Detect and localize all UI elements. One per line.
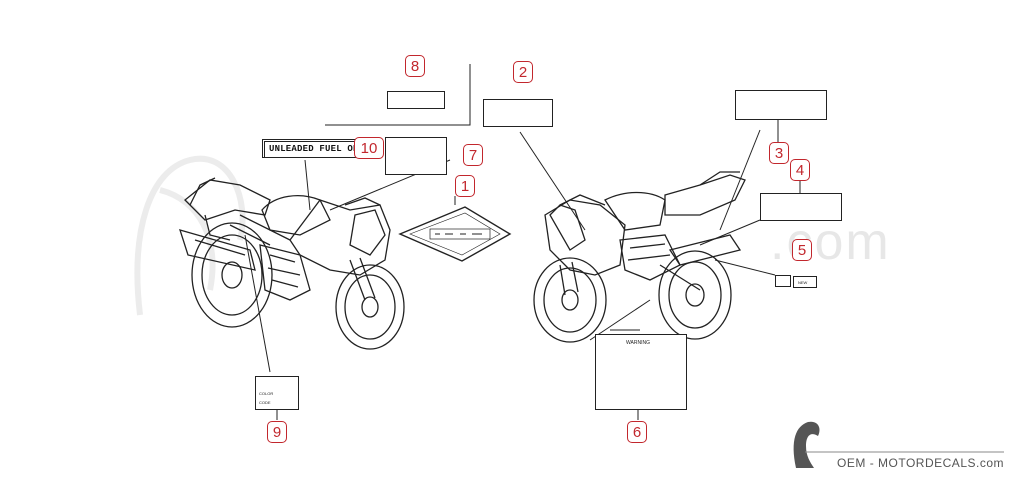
motorcycle-left xyxy=(179,177,405,350)
decal-6-box: WARNING xyxy=(595,334,687,410)
decal-1-diamond xyxy=(398,206,512,262)
decal-6-warning-text: WARNING xyxy=(626,340,650,346)
decal-5-new-text: NEW xyxy=(798,280,808,285)
watermark-logo xyxy=(134,155,246,316)
callout-9: 9 xyxy=(267,421,287,443)
decal-5a-box xyxy=(775,275,791,287)
leader-lines xyxy=(244,64,801,420)
callout-3: 3 xyxy=(769,142,789,164)
brand-logo-icon xyxy=(793,421,820,468)
decal-7-box xyxy=(385,137,447,175)
decal-4-box xyxy=(760,193,842,221)
decal-8-box xyxy=(387,91,445,109)
callout-2: 2 xyxy=(513,61,533,83)
decal-9-box: COLOR CODE xyxy=(255,376,299,410)
footer-brand: OEM - MOTORDECALS.com xyxy=(837,456,1004,470)
callout-7: 7 xyxy=(463,144,483,166)
callout-5: 5 xyxy=(792,239,812,261)
decal-9-code-text: CODE xyxy=(259,400,271,405)
watermark-text: .com xyxy=(770,213,891,271)
callout-10: 10 xyxy=(354,137,384,159)
decal-2-box xyxy=(483,99,553,127)
callout-8: 8 xyxy=(405,55,425,77)
decal-5b-box: NEW xyxy=(793,276,817,288)
decal-3-box xyxy=(735,90,827,120)
callout-4: 4 xyxy=(790,159,810,181)
decal-9-color-text: COLOR xyxy=(259,391,274,396)
callout-6: 6 xyxy=(627,421,647,443)
callout-1: 1 xyxy=(455,175,475,197)
motorcycle-right xyxy=(533,171,746,343)
